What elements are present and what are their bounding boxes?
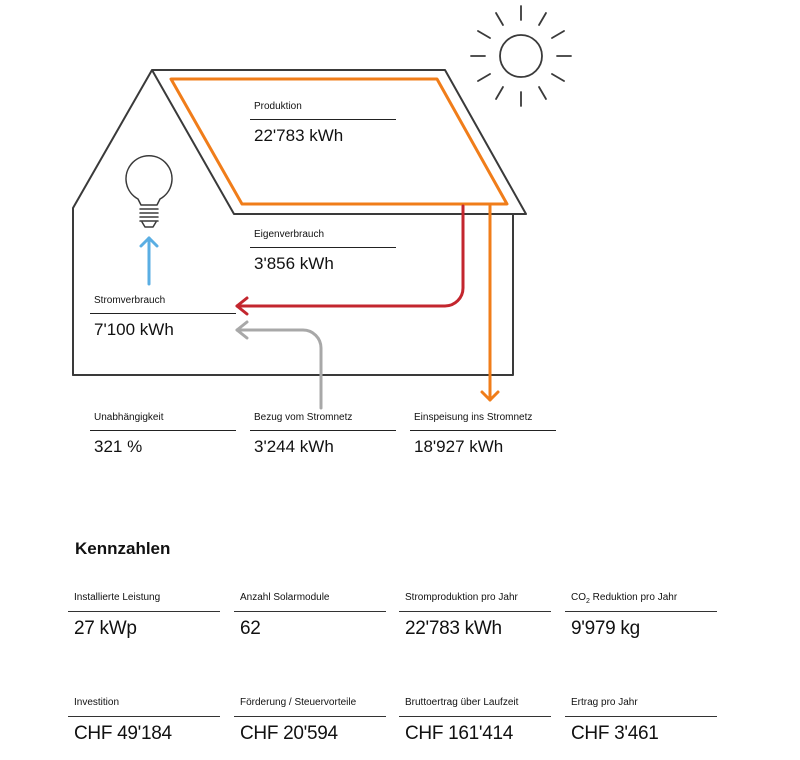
divider (68, 611, 220, 612)
light-bulb-icon (125, 155, 173, 228)
kpi-label: Stromproduktion pro Jahr (405, 592, 518, 603)
kpi-label-prefix: CO (571, 592, 586, 603)
kpi-label: Installierte Leistung (74, 592, 161, 603)
independence-stat: Unabhängigkeit 321 % (90, 411, 236, 457)
divider (234, 716, 386, 717)
divider (234, 611, 386, 612)
grid-feed-arrow (480, 204, 500, 402)
kpi-label: Bruttoertrag über Laufzeit (405, 697, 519, 708)
divider (250, 119, 396, 120)
stat-value: 3'856 kWh (254, 254, 334, 273)
consumption-arrow (139, 236, 159, 286)
divider (399, 716, 551, 717)
kpi-annual-yield: Ertrag pro Jahr CHF 3'461 (565, 696, 717, 745)
kpi-module-count: Anzahl Solarmodule 62 (234, 591, 386, 640)
stat-value: 7'100 kWh (94, 320, 174, 339)
self-consumption-stat: Eigenverbrauch 3'856 kWh (250, 228, 396, 274)
kpi-annual-production: Stromproduktion pro Jahr 22'783 kWh (399, 591, 551, 640)
kpi-value: CHF 161'414 (405, 723, 514, 744)
kpi-label: CO2 Reduktion pro Jahr (565, 591, 717, 605)
kpi-value: 22'783 kWh (405, 618, 502, 639)
kpi-value: CHF 49'184 (74, 723, 172, 744)
stat-value: 321 % (94, 437, 143, 456)
kpi-investment: Investition CHF 49'184 (68, 696, 220, 745)
sun-icon (470, 5, 572, 107)
divider (90, 313, 236, 314)
kpi-label-suffix: Reduktion pro Jahr (589, 592, 678, 603)
kpi-label-subscript: 2 (586, 598, 590, 605)
stat-label: Stromverbrauch (94, 295, 166, 306)
kpi-installed-power: Installierte Leistung 27 kWp (68, 591, 220, 640)
divider (250, 430, 396, 431)
house-energy-diagram (72, 5, 572, 410)
kpi-value: 9'979 kg (571, 618, 640, 639)
grid-import-stat: Bezug vom Stromnetz 3'244 kWh (250, 411, 396, 457)
stat-value: 22'783 kWh (254, 126, 344, 145)
stat-label: Unabhängigkeit (94, 412, 164, 423)
section-title: Kennzahlen (75, 539, 171, 558)
kpi-subsidies: Förderung / Steuervorteile CHF 20'594 (234, 696, 386, 745)
stat-value: 3'244 kWh (254, 437, 334, 456)
solar-panel (169, 77, 509, 206)
divider (410, 430, 556, 431)
kpi-label: Ertrag pro Jahr (571, 697, 638, 708)
kpi-gross-yield: Bruttoertrag über Laufzeit CHF 161'414 (399, 696, 551, 745)
kpi-label: Investition (74, 697, 120, 708)
divider (90, 430, 236, 431)
stat-label: Einspeisung ins Stromnetz (414, 412, 533, 423)
kpi-value: CHF 3'461 (571, 723, 659, 744)
divider (250, 247, 396, 248)
grid-feed-stat: Einspeisung ins Stromnetz 18'927 kWh (410, 411, 556, 457)
divider (399, 611, 551, 612)
house-outline (72, 69, 527, 376)
grid-import-arrow (235, 320, 323, 410)
kpi-value: CHF 20'594 (240, 723, 338, 744)
divider (565, 716, 717, 717)
stat-label: Eigenverbrauch (254, 229, 325, 240)
stat-label: Produktion (254, 101, 302, 112)
kpi-value: 62 (240, 618, 261, 639)
consumption-stat: Stromverbrauch 7'100 kWh (90, 294, 236, 340)
stat-value: 18'927 kWh (414, 437, 504, 456)
kpi-label: Anzahl Solarmodule (240, 592, 330, 603)
kpi-label: Förderung / Steuervorteile (240, 697, 357, 708)
divider (565, 611, 717, 612)
stat-label: Bezug vom Stromnetz (254, 412, 353, 423)
kpi-value: 27 kWp (74, 618, 137, 639)
kpi-co2-reduction: CO2 Reduktion pro Jahr 9'979 kg (565, 591, 717, 640)
self-consumption-arrow (235, 204, 465, 316)
production-stat: Produktion 22'783 kWh (250, 100, 396, 146)
divider (68, 716, 220, 717)
